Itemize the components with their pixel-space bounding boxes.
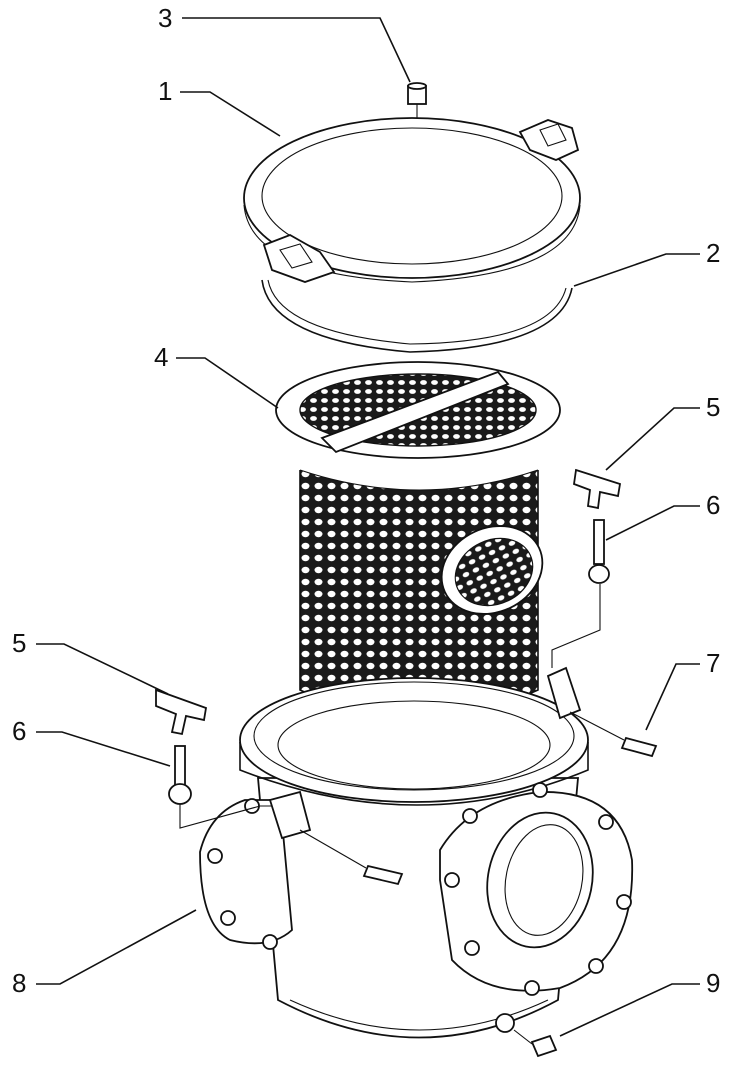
callout-2-label: 2	[706, 238, 720, 268]
callout-7-leader	[645, 663, 700, 731]
part-5-6-left	[155, 688, 272, 829]
part-9-drain-plug	[513, 1029, 558, 1058]
part-3-vent-plug	[407, 82, 427, 177]
part-1-lid	[243, 117, 581, 283]
callout-5-right-leader	[605, 407, 700, 471]
callout-3-label: 3	[158, 3, 172, 33]
callout-1-leader	[180, 91, 281, 137]
callout-4-label: 4	[154, 342, 168, 372]
part-8-housing	[199, 666, 634, 1039]
callout-4-leader	[176, 357, 279, 409]
callout-6-left-leader	[36, 731, 171, 767]
callout-9-label: 9	[706, 968, 720, 998]
callout-8-leader	[36, 909, 197, 985]
callout-9-leader	[559, 983, 700, 1037]
callout-5-right-label: 5	[706, 392, 720, 422]
part-2-oring	[261, 279, 573, 353]
callout-2-leader	[573, 253, 700, 287]
callout-7-label: 7	[706, 648, 720, 678]
callout-1-label: 1	[158, 76, 172, 106]
callout-3-leader	[182, 17, 411, 83]
callout-6-left-label: 6	[12, 716, 26, 746]
part-7-pins	[299, 711, 658, 886]
callouts: 3 1 2 4 5 6 5 7 6 8 9	[12, 3, 720, 1037]
callout-6-right-label: 6	[706, 490, 720, 520]
part-5-6-right	[551, 468, 622, 668]
callout-8-label: 8	[12, 968, 26, 998]
callout-5-left-leader	[36, 643, 169, 695]
callout-6-right-leader	[605, 505, 700, 541]
part-4-basket	[275, 361, 561, 719]
callout-5-left-label: 5	[12, 628, 26, 658]
